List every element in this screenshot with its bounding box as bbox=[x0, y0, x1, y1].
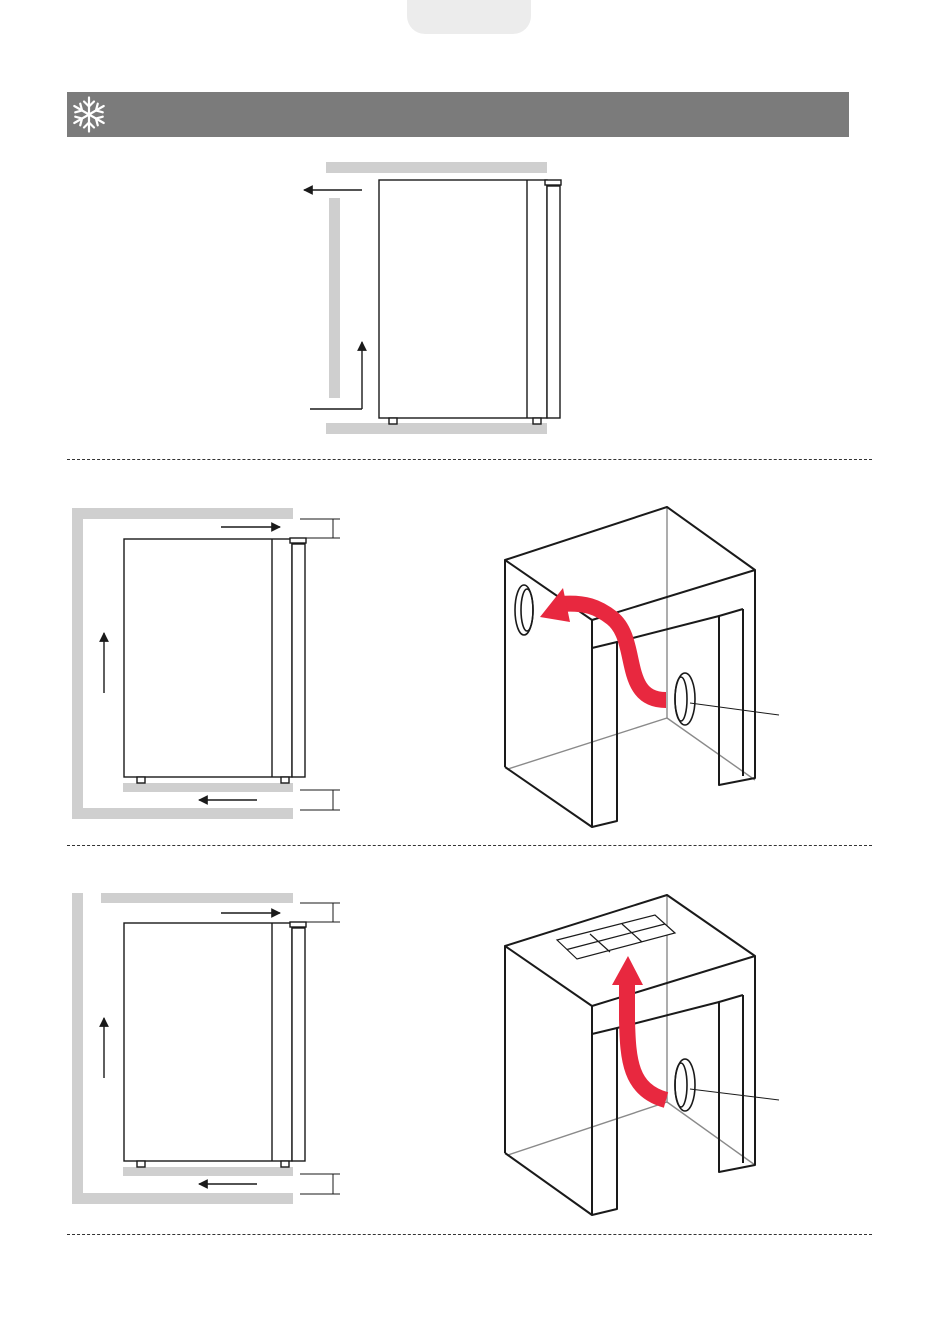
clearance-dimension-bottom bbox=[300, 1174, 340, 1194]
freestanding-clearance-diagram bbox=[304, 162, 561, 434]
fridge-side-view bbox=[124, 538, 306, 783]
fridge-side-view bbox=[379, 180, 561, 424]
clearance-dimension-top bbox=[300, 519, 340, 538]
rear-wall bbox=[329, 198, 340, 398]
top-vent-grille bbox=[557, 915, 675, 959]
fridge-side-view bbox=[124, 922, 306, 1167]
clearance-dimension-bottom bbox=[300, 790, 340, 810]
airflow-arrowhead bbox=[540, 588, 570, 622]
built-in-top-vent-side-diagram bbox=[72, 893, 340, 1204]
built-in-top-vent-cabinet-3d bbox=[505, 895, 779, 1215]
clearance-dimension-top bbox=[300, 903, 340, 922]
callout-line bbox=[690, 703, 779, 715]
vent-opening-rear bbox=[675, 673, 695, 725]
floor bbox=[123, 1167, 293, 1176]
airflow-path bbox=[627, 985, 666, 1100]
top-wall bbox=[326, 162, 547, 173]
vent-opening-side bbox=[515, 585, 533, 635]
vent-opening-rear bbox=[675, 1059, 695, 1111]
callout-line bbox=[690, 1089, 779, 1100]
floor bbox=[326, 423, 547, 434]
floor bbox=[123, 783, 293, 792]
built-in-rear-vent-side-diagram bbox=[72, 508, 340, 819]
airflow-arrowhead bbox=[612, 956, 643, 985]
built-in-rear-vent-cabinet-3d bbox=[505, 507, 779, 827]
top-wall bbox=[101, 893, 293, 903]
airflow-path bbox=[560, 604, 666, 700]
